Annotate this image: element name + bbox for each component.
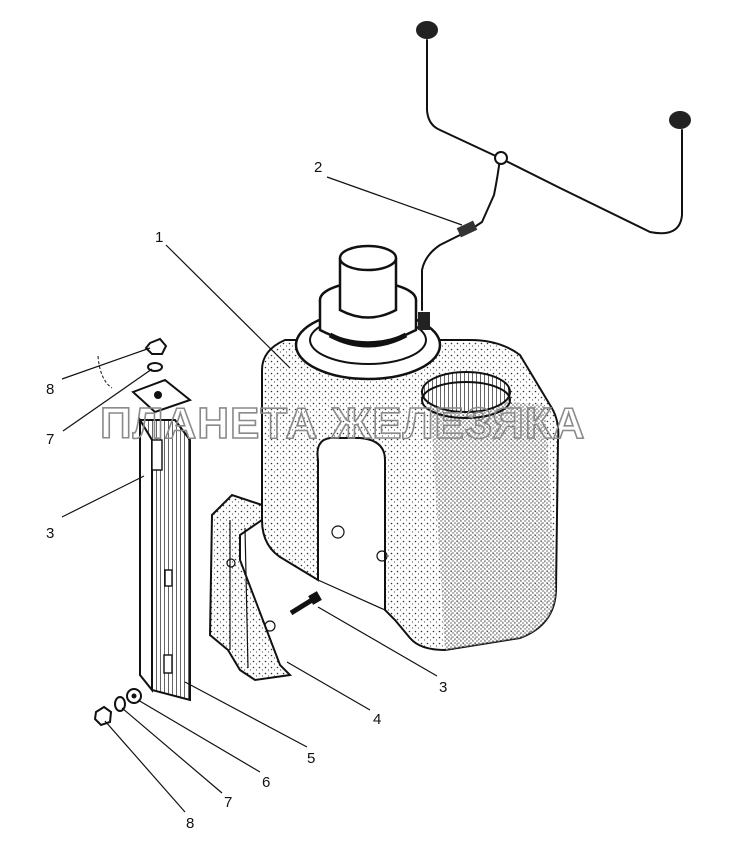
- fasteners: [93, 337, 322, 727]
- lock-washer-bottom: [114, 696, 126, 712]
- callout-5: 5: [307, 750, 315, 767]
- leader-lines: [61, 176, 463, 813]
- callout-3-left: 3: [46, 525, 54, 542]
- tee-connector: [494, 151, 508, 165]
- callout-1: 1: [155, 229, 163, 246]
- callout-3-right: 3: [439, 679, 447, 696]
- pump-motor: [318, 244, 430, 348]
- callout-8-bottom: 8: [186, 815, 194, 832]
- hose-and-nozzles: [416, 21, 691, 311]
- filler-cap: [421, 371, 511, 413]
- nut-bottom: [93, 705, 113, 727]
- hose-coupling: [456, 220, 478, 238]
- washer-top: [147, 362, 163, 372]
- reservoir-tank: [261, 244, 560, 652]
- callout-6: 6: [262, 774, 270, 791]
- nut-top: [144, 337, 168, 355]
- channel-bracket: [208, 493, 293, 682]
- callout-4: 4: [373, 711, 381, 728]
- callout-labels: 1 2 8 7 3 3 4 5 6 7 8: [46, 159, 447, 832]
- callout-8-top: 8: [46, 381, 54, 398]
- mounting-bracket: [131, 378, 193, 702]
- callout-7-top: 7: [46, 431, 54, 448]
- nozzle-right: [669, 111, 691, 129]
- watermark: ПЛАНЕТА ЖЕЛЕЗЯКА: [100, 399, 586, 448]
- callout-7-bottom: 7: [224, 794, 232, 811]
- callout-2: 2: [314, 159, 322, 176]
- nozzle-left: [416, 21, 438, 39]
